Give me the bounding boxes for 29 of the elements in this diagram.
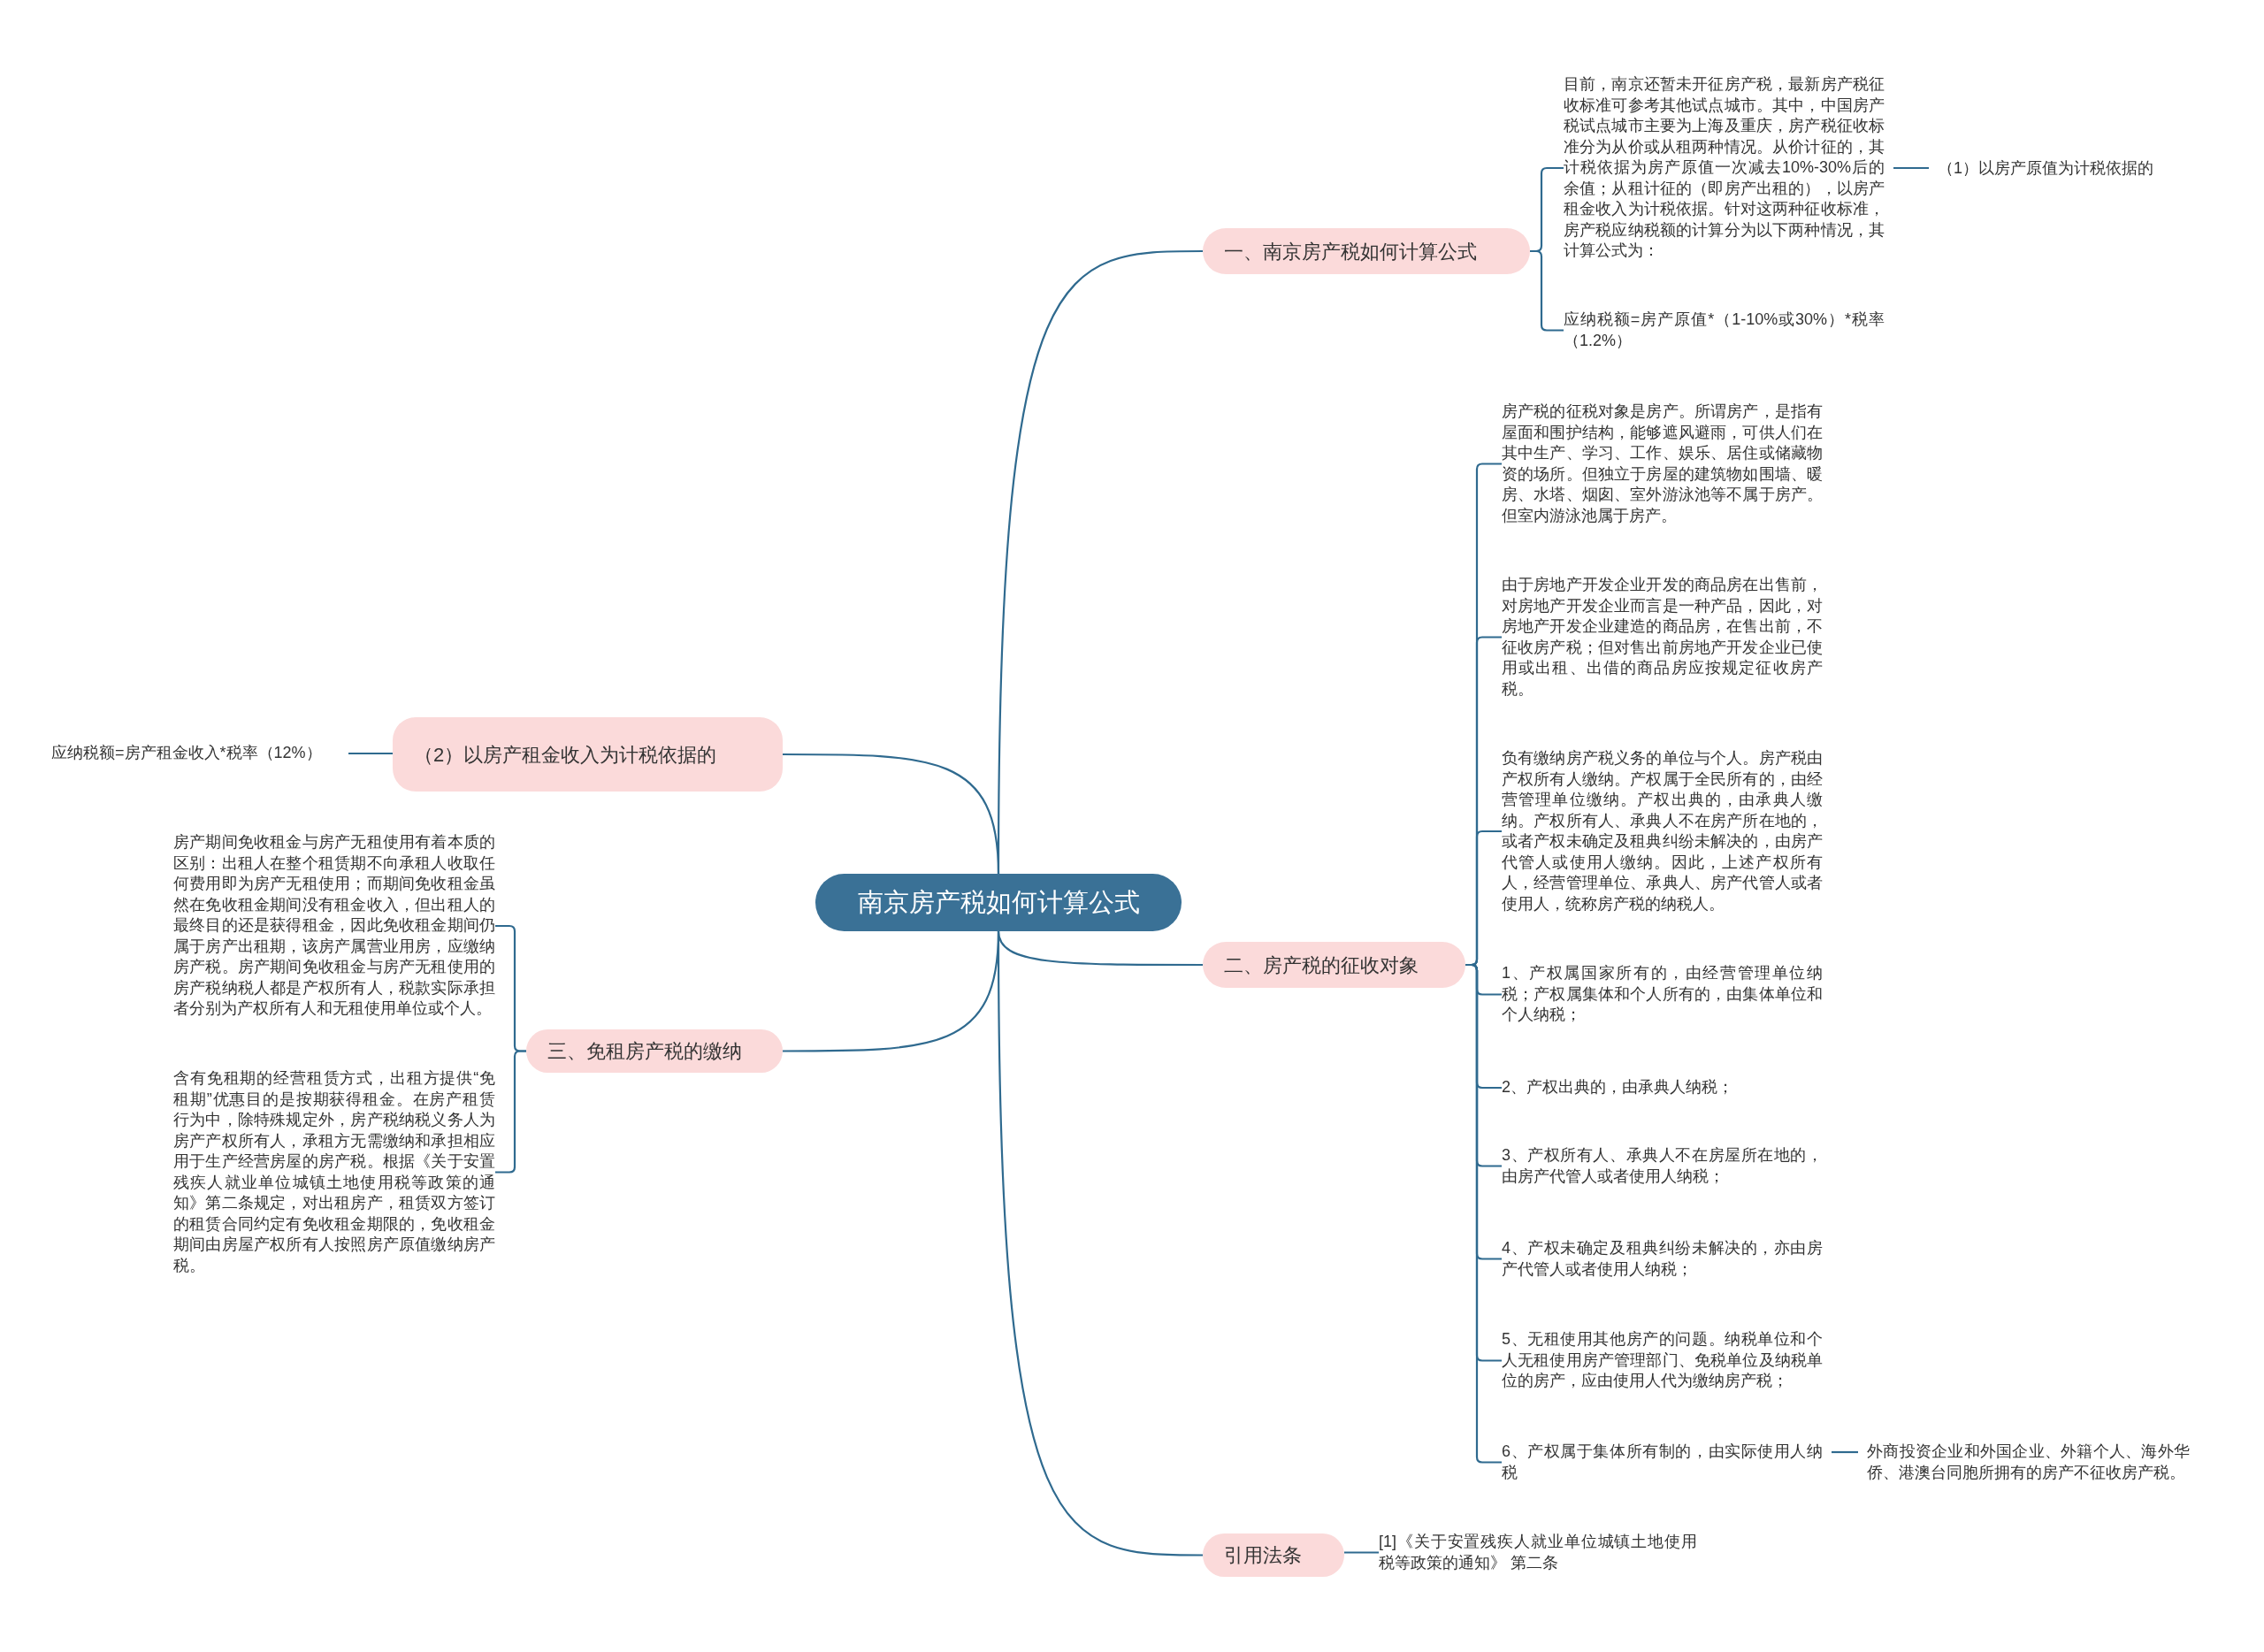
topic-pill: 三、免租房产税的缴纳 [526,1029,783,1073]
note-text: 由于房地产开发企业开发的商品房在出售前，对房地产开发企业而言是一种产品，因此，对房地产开发企业建造的商品房，在售出前，不征收房产税；但对售出前房地产开发企业已使用或出租、出借的商品房应按规定征收房产税。 [1502,575,1823,700]
connector-line [1832,1450,1858,1454]
topic-pill: （2）以房产租金收入为计税依据的 [393,717,783,792]
topic-pill: 二、房产税的征收对象 [1203,942,1465,988]
connector-line [1344,1551,1379,1554]
note-text: [1]《关于安置残疾人就业单位城镇土地使用税等政策的通知》 第二条 [1379,1532,1697,1573]
note-text: 4、产权未确定及租典纠纷未解决的，亦由房产代管人或者使用人纳税； [1502,1238,1823,1280]
note-text: 6、产权属于集体所有制的，由实际使用人纳税 [1502,1442,1823,1483]
connector-line [1893,166,1929,170]
note-text: 含有免租期的经营租赁方式，出租方提供“免租期”优惠目的是按期获得租金。在房产租赁行为中，除特殊规定外，房产税纳税义务人为房产产权所有人，承租方无需缴纳和承担相应用于生产经营房屋的房产税。根据《关于安置残疾人就业单位城镇土地使用税等政策的通知》第二条规定，对出租房产，租赁双方签订的租赁合同约定有免收租金期限的，免收租金期间由房屋产权所有人按照房产原值缴纳房产税。 [173,1068,495,1276]
topic-pill: 一、南京房产税如何计算公式 [1203,228,1530,274]
note-text: 房产税的征税对象是房产。所谓房产，是指有屋面和围护结构，能够遮风避雨，可供人们在其中生产、学习、工作、娱乐、居住或储藏物资的场所。但独立于房屋的建筑物如围墙、暖房、水塔、烟囱、室外游泳池等不属于房产。但室内游泳池属于房产。 [1502,402,1823,526]
note-text: 5、无租使用其他房产的问题。纳税单位和个人无租使用房产管理部门、免税单位及纳税单位的房产，应由使用人代为缴纳房产税； [1502,1329,1823,1392]
note-text: 目前，南京还暂未开征房产税，最新房产税征收标准可参考其他试点城市。其中，中国房产税试点城市主要为上海及重庆，房产税征收标准分为从价或从租两种情况。从价计征的，其计税依据为房产原值一次减去10%-30%后的余值；从租计征的（即房产出租的），以房产租金收入为计税依据。针对这两种征收标准，房产税应纳税额的计算分为以下两种情况，其计算公式为： [1564,74,1885,262]
note-text: 外商投资企业和外国企业、外籍个人、海外华侨、港澳台同胞所拥有的房产不征收房产税。 [1867,1442,2190,1483]
connector-line [783,753,1000,875]
note-text: 2、产权出典的，由承典人纳税； [1502,1077,1823,1098]
note-text: 3、产权所有人、承典人不在房屋所在地的，由房产代管人或者使用人纳税； [1502,1145,1823,1187]
note-text: （1）以房产原值为计税依据的 [1938,158,2203,180]
note-text: 负有缴纳房产税义务的单位与个人。房产税由产权所有人缴纳。产权属于全民所有的，由经营管理单位缴纳。产权出典的，由承典人缴纳。产权所有人、承典人不在房产所在地的，或者产权未确定及租典纠纷未解决的，由房产代管人或使用人缴纳。因此，上述产权所有人，经营管理单位、承典人、房产代管人或者使用人，统称房产税的纳税人。 [1502,748,1823,914]
note-text: 房产期间免收租金与房产无租使用有着本质的区别：出租人在整个租赁期不向承租人收取任何费用即为房产无租使用；而期间免收租金虽然在免收租金期间没有租金收入，但出租人的最终目的还是获得租金，因此免收租金期间仍属于房产出租期，该房产属营业用房，应缴纳房产税。房产期间免收租金与房产无租使用的房产税纳税人都是产权所有人，税款实际承担者分别为产权所有人和无租使用单位或个人。 [173,832,495,1020]
note-text: 1、产权属国家所有的，由经营管理单位纳税；产权属集体和个人所有的，由集体单位和个人纳税； [1502,963,1823,1026]
connector-line [997,931,1203,1556]
note-text: 应纳税额=房产租金收入*税率（12%） [51,743,348,764]
topic-pill: 引用法条 [1203,1533,1344,1577]
central-topic: 南京房产税如何计算公式 [815,874,1182,931]
connector-line [348,752,393,755]
note-text: 应纳税额=房产原值*（1-10%或30%）*税率（1.2%） [1564,310,1885,351]
